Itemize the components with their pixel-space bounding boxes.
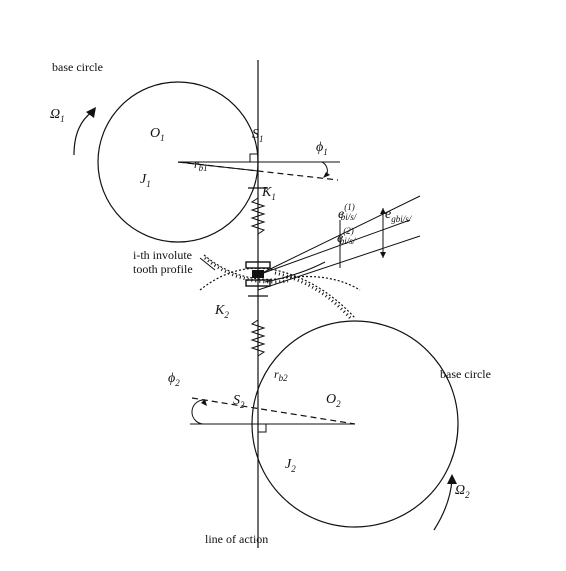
omega2-arrow [433,479,453,531]
rotation-line-2 [191,397,356,425]
s2-symbol: S2 [233,393,245,410]
involute-profile-2 [199,267,356,319]
omega1-arrow [73,111,93,156]
omega1-arrowhead [86,107,96,118]
involute-profile-1 [203,254,361,291]
phi2-arrowhead [201,399,207,406]
rb2-symbol: rb2 [274,367,288,383]
base-circle-2-label: base circle [440,367,491,381]
eg-symbol: egbi/s/ [385,207,413,224]
phi2-symbol: ϕ2 [168,371,180,388]
base-circle-1-label: base circle [52,60,103,74]
k2-symbol: K2 [214,303,229,320]
phi2-arc [191,399,206,425]
omega1-symbol: Ω1 [50,107,65,124]
right-angle-s1 [249,153,258,162]
o2-symbol: O2 [326,392,341,409]
error-curve [264,261,326,283]
j1-symbol: J1 [140,172,151,189]
right-angle-s2 [258,424,267,433]
omega2-symbol: Ω2 [455,483,470,500]
k1-symbol: K1 [261,185,276,202]
omega2-arrowhead [447,474,457,484]
phi1-arrowhead [323,172,330,178]
rotation-line-1-solid [177,161,259,172]
tooth-profile-pointer [199,257,216,271]
error-line-mid [257,219,411,276]
eg-arrow-top [380,208,386,214]
spring-k2 [250,296,266,366]
e2-symbol: e(2)bi/s/ [337,226,357,246]
j2-symbol: J2 [285,457,296,474]
o1-symbol: O1 [150,126,165,143]
s1-symbol: S1 [252,127,264,144]
tooth-profile-label-line2: tooth profile [133,262,193,276]
error-line-top [257,195,421,276]
contact-mass-top [245,261,271,269]
spring-k1 [250,188,266,248]
tooth-hatch-1 [204,256,289,284]
contact-point [252,270,264,278]
phi1-symbol: ϕ1 [316,140,328,157]
eg-arrow-bottom [380,252,386,258]
line-of-action-label: line of action [205,532,268,546]
rb1-symbol: rb1 [194,157,208,173]
tooth-profile-label-line1: i-th involute [133,248,192,262]
error-line-bottom [257,235,421,291]
contact-mass-bottom [245,279,271,287]
e1-symbol: e(1)bi/s/ [338,202,358,222]
